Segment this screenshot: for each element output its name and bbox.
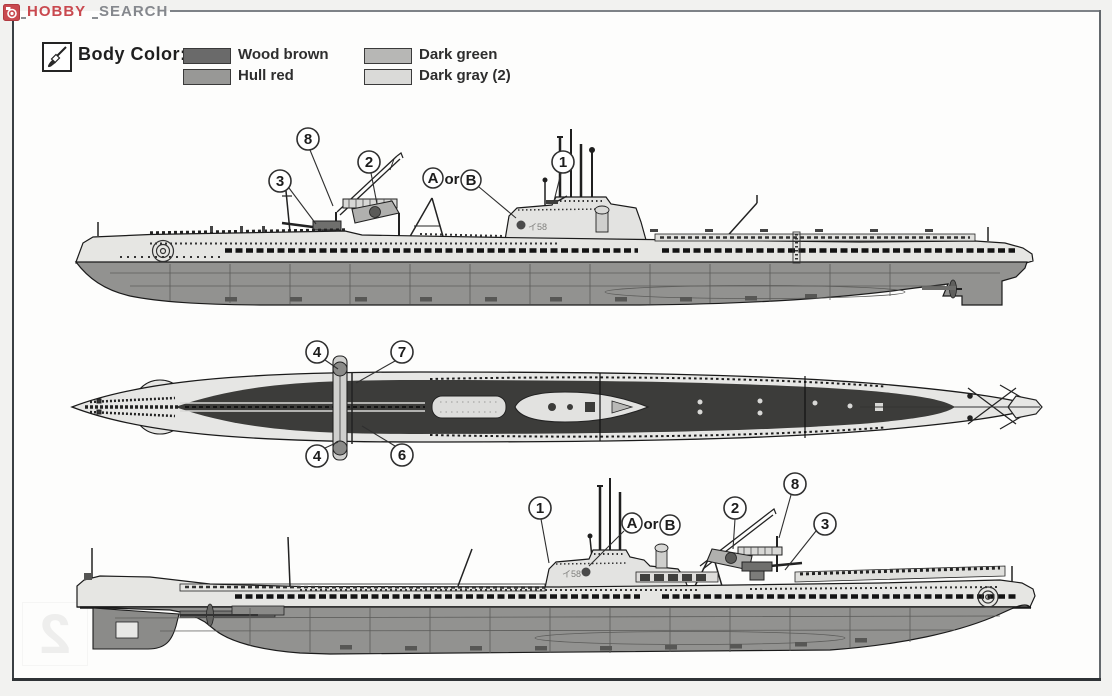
callout-number: 4 — [313, 344, 322, 361]
brand-name-secondary: SEARCH — [99, 3, 169, 20]
legend-title: Body Color: — [78, 44, 187, 64]
side-profile-top: イ58 — [74, 127, 1034, 306]
collapsed-crane — [332, 355, 353, 461]
periscope-standard — [595, 211, 609, 233]
callout-number: 6 — [398, 447, 406, 464]
aircraft-hangar — [431, 395, 507, 419]
watermark-frame-bottom — [12, 678, 1101, 681]
deck-edge-dots — [429, 376, 886, 438]
casing-dots — [419, 233, 504, 237]
bow-capstan-swirl — [977, 586, 999, 608]
swatch-label: Dark gray (2) — [419, 67, 511, 84]
callout-letter-a: A — [428, 170, 439, 187]
catapult — [706, 546, 783, 571]
conning-tower: イ58 — [504, 195, 647, 241]
brand-name-primary: HOBBY — [27, 3, 87, 20]
callouts-top-profile: 8 2 3 1 A or B — [268, 127, 575, 225]
swatch-label: Dark green — [419, 46, 498, 63]
callout-number: 3 — [276, 173, 284, 190]
callout-number: 1 — [536, 500, 544, 517]
callout-or: or — [644, 516, 659, 533]
logo-dash — [21, 17, 26, 19]
swatch-label: Wood brown — [238, 46, 329, 63]
limber-holes — [235, 586, 1018, 599]
callouts-bottom-profile: 1 A or B 2 8 3 — [528, 472, 837, 571]
callout-number: 1 — [559, 154, 567, 171]
watermark-frame-left — [12, 20, 14, 679]
bow-serration — [85, 396, 178, 418]
propeller — [922, 279, 962, 299]
forward-antenna-mast — [285, 190, 291, 233]
periscope-masts — [587, 478, 622, 559]
swatch-wood-brown — [183, 48, 231, 64]
logo-dash — [92, 17, 98, 19]
swatch-label: Hull red — [238, 67, 294, 84]
aa-gun — [546, 200, 558, 204]
side-profile-bottom: イ58 — [76, 472, 1036, 655]
limber-holes — [120, 242, 1015, 258]
plan-view: 4 7 4 6 — [70, 340, 1043, 468]
catapult — [342, 198, 400, 224]
sail-roundel — [581, 567, 591, 577]
swatch-dark-gray-2 — [364, 69, 412, 85]
paintbrush-icon — [47, 46, 67, 68]
deck-fittings — [210, 226, 933, 232]
watermark-frame-top — [170, 10, 1101, 12]
hull-ladder — [792, 231, 801, 264]
callout-number: 3 — [821, 516, 829, 533]
periscope-standard — [655, 549, 668, 569]
callout-number: 8 — [304, 131, 312, 148]
stern-light — [84, 573, 92, 580]
casing-strip — [179, 583, 546, 592]
crane-support-frame — [407, 197, 445, 241]
sail-marking: イ58 — [528, 222, 547, 232]
callout-number: 8 — [791, 476, 799, 493]
swatch-hull-red — [183, 69, 231, 85]
callout-letter-a: A — [627, 515, 638, 532]
paintbrush-icon-box — [42, 42, 72, 72]
callout-number: 2 — [365, 154, 373, 171]
watermark-frame-right — [1099, 10, 1101, 679]
catapult-track — [180, 402, 425, 412]
deck-hatch-row — [635, 571, 719, 583]
flood-ports — [340, 638, 867, 651]
deck-gun — [741, 561, 803, 581]
upper-hull — [75, 230, 1034, 264]
diagonal-mast — [457, 548, 473, 587]
hull-plating — [114, 608, 1001, 653]
swatch-dark-green — [364, 48, 412, 64]
sail-roundel — [516, 220, 526, 230]
callout-number: 4 — [313, 448, 322, 465]
aft-antenna-mast — [287, 536, 291, 587]
callout-letter-b: B — [665, 517, 676, 534]
callout-letter-b: B — [466, 172, 477, 189]
callout-number: 7 — [398, 344, 406, 361]
net-cutter-serration — [149, 228, 346, 235]
sail-plan — [514, 391, 650, 423]
callouts-plan-view: 4 7 4 6 — [305, 340, 414, 468]
callout-number: 2 — [731, 500, 739, 517]
sail-marking: イ58 — [562, 569, 581, 579]
flood-ports — [225, 294, 817, 302]
hobby-search-logo-icon — [3, 4, 20, 21]
bow-capstan-swirl — [151, 239, 175, 263]
callout-or: or — [445, 171, 460, 188]
